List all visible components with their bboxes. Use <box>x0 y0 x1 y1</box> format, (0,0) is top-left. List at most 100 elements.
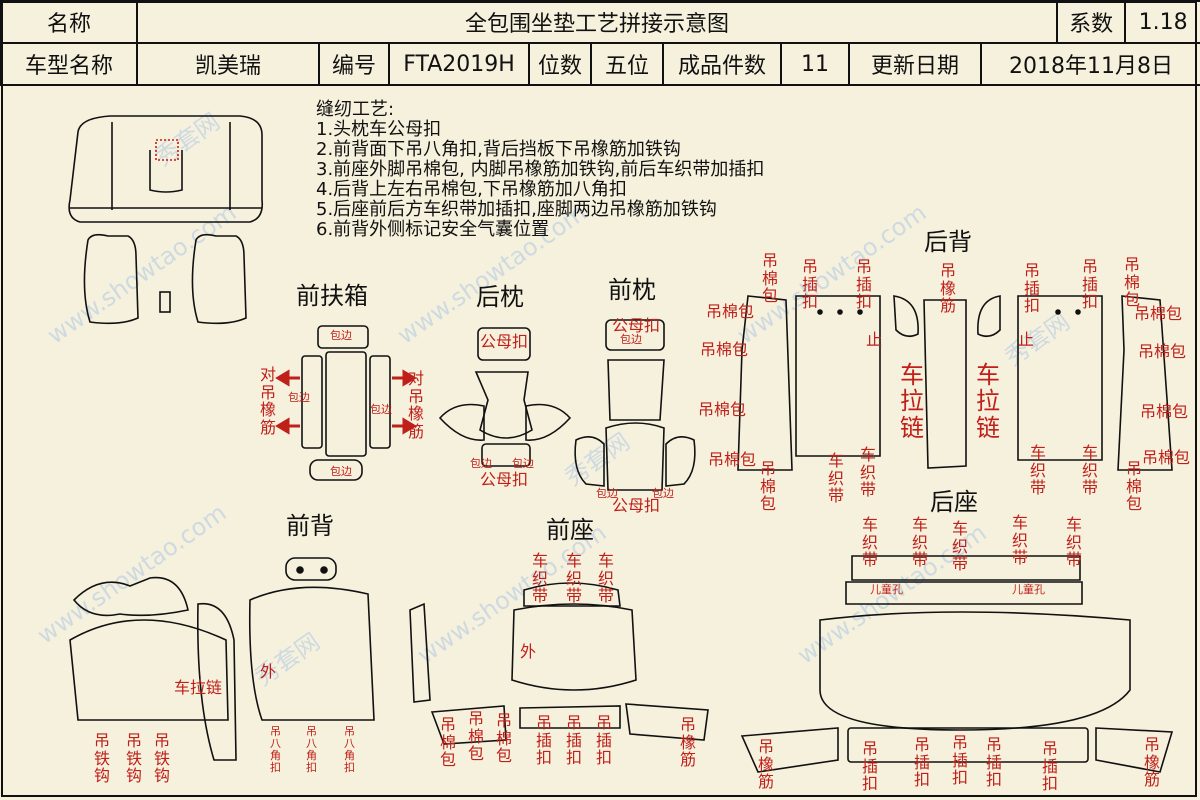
annotation-che-zhi-dai: 车织带 <box>952 519 969 574</box>
annotation-diao-cha-kou: 吊插扣 <box>986 735 1003 790</box>
front-back-pieces <box>69 557 431 761</box>
front-pillow-pieces <box>574 319 696 491</box>
annotation-che-zhi-dai: 车织带 <box>1082 443 1099 498</box>
annotation-gong-mu-kou: 公母扣 <box>612 316 661 335</box>
section-title-front-pillow: 前枕 <box>608 276 656 304</box>
annotation-diao-mian-bao: 吊棉包 <box>760 459 777 514</box>
annotation-che-zhi-dai: 车织带 <box>912 515 929 570</box>
annotation-diao-cha-kou: 吊插扣 <box>536 713 553 768</box>
armrest-pieces <box>301 325 391 481</box>
annotation-diao-mian-bao: 吊棉包 <box>1126 459 1143 514</box>
annotation-diao-cha-kou: 吊插扣 <box>566 713 583 768</box>
sewing-notes: 缝纫工艺: 1.头枕车公母扣 2.前背面下吊八角扣,背后挡板下吊橡筋加铁钩 3.… <box>316 100 764 240</box>
seats-value: 五位 <box>590 42 664 86</box>
note-item: 2.前背面下吊八角扣,背后挡板下吊橡筋加铁钩 <box>316 139 681 160</box>
annotation-che-zhi-dai: 车织带 <box>1066 515 1083 570</box>
front-seat-pieces <box>430 582 709 745</box>
annotation-diao-cha-kou: 吊插扣 <box>856 257 873 312</box>
annotation-bao-bian: 包边 <box>288 391 310 404</box>
annotation-diao-xiang-jin: 吊橡筋 <box>680 715 697 770</box>
pieces-value: 11 <box>780 42 850 86</box>
annotation-dui-diao-xiang-jin: 对吊橡筋 <box>408 369 425 441</box>
annotation-che-zhi-dai: 车织带 <box>1030 443 1047 498</box>
annotation-diao-tie-gou: 吊铁钩 <box>126 731 143 786</box>
annotation-wai: 外 <box>520 642 537 661</box>
section-title-front-back: 前背 <box>286 512 334 540</box>
annotation-diao-xiang-jin: 吊橡筋 <box>1144 735 1161 790</box>
annotation-diao-mian-bao: 吊棉包 <box>708 450 757 469</box>
annotation-che-la-lian: 车拉链 <box>900 361 924 442</box>
update-label: 更新日期 <box>848 42 982 86</box>
annotation-diao-ba-jiao-kou: 吊八角扣 <box>270 725 281 775</box>
annotation-che-la-lian: 车拉链 <box>976 361 1000 442</box>
coef-value: 1.18 <box>1124 0 1200 44</box>
annotation-diao-ba-jiao-kou: 吊八角扣 <box>344 725 355 775</box>
annotation-zhi: 止 <box>866 330 883 349</box>
annotation-diao-cha-kou: 吊插扣 <box>1042 739 1059 794</box>
model-label: 车型名称 <box>0 42 138 86</box>
annotation-diao-tie-gou: 吊铁钩 <box>154 731 171 786</box>
note-item: 6.前背外侧标记安全气囊位置 <box>316 219 550 240</box>
name-label: 名称 <box>0 0 138 44</box>
code-label: 编号 <box>318 42 390 86</box>
annotation-diao-mian-bao: 吊棉包 <box>1140 402 1189 421</box>
note-item: 5.后座前后方车织带加插扣,座脚两边吊橡筋加铁钩 <box>316 199 717 220</box>
annotation-bao-bian: 包边 <box>512 457 534 470</box>
annotation-diao-mian-bao: 吊棉包 <box>496 711 513 766</box>
annotation-bao-bian: 包边 <box>596 487 618 500</box>
annotation-gong-mu-kou: 公母扣 <box>612 496 661 515</box>
annotation-diao-cha-kou: 吊插扣 <box>1024 261 1041 316</box>
pieces-label: 成品件数 <box>662 42 782 86</box>
note-item: 3.前座外脚吊棉包, 内脚吊橡筋加铁钩,前后车织带加插扣 <box>316 159 765 180</box>
annotation-diao-cha-kou: 吊插扣 <box>862 739 879 794</box>
section-title-rear-back: 后背 <box>924 228 972 256</box>
notes-title: 缝纫工艺: <box>316 99 395 120</box>
annotation-bao-bian: 包边 <box>652 487 674 500</box>
annotation-diao-cha-kou: 吊插扣 <box>596 713 613 768</box>
annotation-diao-mian-bao: 吊棉包 <box>1124 255 1141 310</box>
annotation-diao-cha-kou: 吊插扣 <box>914 735 931 790</box>
annotation-diao-xiang-jin: 吊橡筋 <box>758 737 775 792</box>
annotation-bao-bian: 包边 <box>330 465 352 478</box>
annotation-gong-mu-kou: 公母扣 <box>480 332 529 351</box>
section-title-armrest: 前扶箱 <box>296 282 368 310</box>
annotation-che-zhi-dai: 车织带 <box>566 551 583 606</box>
annotation-diao-mian-bao: 吊棉包 <box>468 709 485 764</box>
annotation-bao-bian: 包边 <box>330 329 352 342</box>
annotation-diao-cha-kou: 吊插扣 <box>1082 257 1099 312</box>
note-item: 1.头枕车公母扣 <box>316 119 442 140</box>
rear-pillow-pieces <box>438 327 572 467</box>
annotation-bao-bian: 包边 <box>370 403 392 416</box>
section-title-front-seat: 前座 <box>546 516 594 544</box>
annotation-diao-ba-jiao-kou: 吊八角扣 <box>306 725 317 775</box>
section-title-rear-pillow: 后枕 <box>476 283 524 311</box>
annotation-diao-xiang-jin: 吊橡筋 <box>940 261 957 316</box>
rear-back-pieces <box>737 295 1173 471</box>
annotation-bao-bian: 包边 <box>470 457 492 470</box>
annotation-zhi: 止 <box>1018 330 1035 349</box>
annotation-diao-mian-bao: 吊棉包 <box>698 400 747 419</box>
section-title-rear-seat: 后座 <box>930 488 978 516</box>
annotation-bao-bian: 包边 <box>620 333 642 346</box>
annotation-diao-mian-bao: 吊棉包 <box>440 715 457 770</box>
annotation-diao-mian-bao: 吊棉包 <box>762 251 779 306</box>
annotation-diao-mian-bao: 吊棉包 <box>1134 304 1183 323</box>
annotation-diao-cha-kou: 吊插扣 <box>802 257 819 312</box>
annotation-diao-cha-kou: 吊插扣 <box>952 733 969 788</box>
note-item: 4.后背上左右吊棉包,下吊橡筋加八角扣 <box>316 179 627 200</box>
annotation-er-tong-kong: 儿童孔 <box>1012 583 1045 596</box>
annotation-che-la-lian: 车拉链 <box>174 678 223 697</box>
annotation-gong-mu-kou: 公母扣 <box>480 470 529 489</box>
annotation-che-zhi-dai: 车织带 <box>1012 513 1029 568</box>
annotation-diao-mian-bao: 吊棉包 <box>700 340 749 359</box>
coef-label: 系数 <box>1056 0 1127 44</box>
annotation-che-zhi-dai: 车织带 <box>862 515 879 570</box>
annotation-che-zhi-dai: 车织带 <box>860 445 877 500</box>
annotation-diao-tie-gou: 吊铁钩 <box>94 731 111 786</box>
annotation-diao-mian-bao: 吊棉包 <box>1138 342 1187 361</box>
annotation-er-tong-kong: 儿童孔 <box>870 583 903 596</box>
annotation-wai: 外 <box>260 662 277 681</box>
